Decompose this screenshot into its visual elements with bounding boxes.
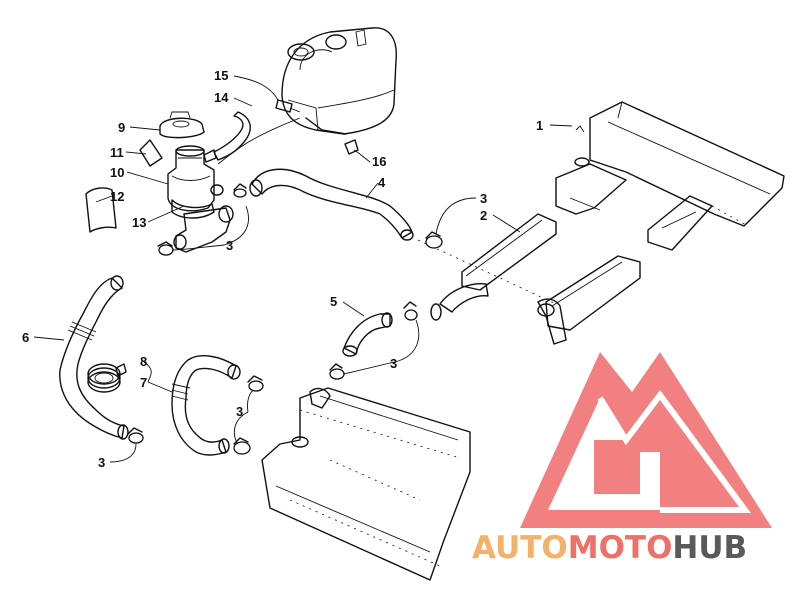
automotohub-wordmark: AUTOMOTOHUB	[472, 530, 747, 566]
svg-text:AUTOMOTOHUB: AUTOMOTOHUB	[472, 530, 747, 566]
callout-11: 11	[110, 145, 124, 160]
heat-exchanger-rail-2	[430, 213, 557, 321]
clamp-8	[87, 363, 127, 393]
hose-clamp-8	[127, 427, 144, 444]
callout-3: 3	[480, 191, 487, 206]
leader-lines	[33, 75, 573, 463]
wordmark-hub: HUB	[672, 530, 747, 566]
callout-5: 5	[330, 294, 337, 309]
hose-clamp-6	[247, 375, 264, 392]
radiator-cap	[159, 111, 205, 139]
callout-1: 1	[536, 118, 543, 133]
callout-3: 3	[226, 238, 233, 253]
hose-5	[342, 312, 393, 357]
hose-clamp-3	[425, 231, 443, 249]
wordmark-auto: AUTO	[472, 530, 568, 566]
callout-labels: 1 2 3 3 3 3 3 4 5 6 7 8 9 10 11 12 13 14…	[22, 68, 543, 470]
screw-15	[275, 99, 301, 113]
callout-10: 10	[110, 165, 124, 180]
heat-exchanger-frame	[555, 101, 785, 251]
hose-clamp-4	[403, 301, 418, 321]
callout-3: 3	[236, 404, 243, 419]
decal-12	[85, 187, 117, 233]
hose-clamp-7	[233, 437, 251, 455]
callout-2: 2	[480, 208, 487, 223]
callout-15: 15	[214, 68, 228, 83]
heat-exchanger-rail-right	[537, 255, 641, 345]
hose-4	[249, 168, 414, 241]
callout-4: 4	[378, 175, 386, 190]
callout-14: 14	[214, 90, 229, 105]
callout-9: 9	[118, 120, 125, 135]
surge-tank-bottle	[167, 145, 224, 212]
callout-3: 3	[98, 455, 105, 470]
automotohub-logo-mark	[520, 352, 772, 528]
callout-12: 12	[110, 189, 124, 204]
callout-13: 13	[132, 215, 146, 230]
wordmark-moto: MOTO	[568, 530, 673, 566]
callout-8: 8	[140, 354, 147, 369]
hose-7	[171, 355, 241, 456]
hose-6	[59, 275, 129, 440]
hose-clamp-5	[329, 363, 345, 380]
filler-neck-housing	[173, 205, 234, 253]
callout-16: 16	[372, 154, 386, 169]
callout-7: 7	[140, 375, 147, 390]
coolant-tank	[281, 27, 397, 135]
alignment-line-1	[417, 239, 557, 305]
hose-clamp-1	[233, 183, 247, 198]
callout-3: 3	[390, 356, 397, 371]
hose-clamp-2	[157, 241, 174, 256]
tunnel-heat-exchanger	[261, 387, 471, 581]
decal-11	[139, 139, 163, 167]
gasket-1	[574, 125, 590, 167]
callout-6: 6	[22, 330, 29, 345]
fitting-16	[344, 139, 359, 155]
